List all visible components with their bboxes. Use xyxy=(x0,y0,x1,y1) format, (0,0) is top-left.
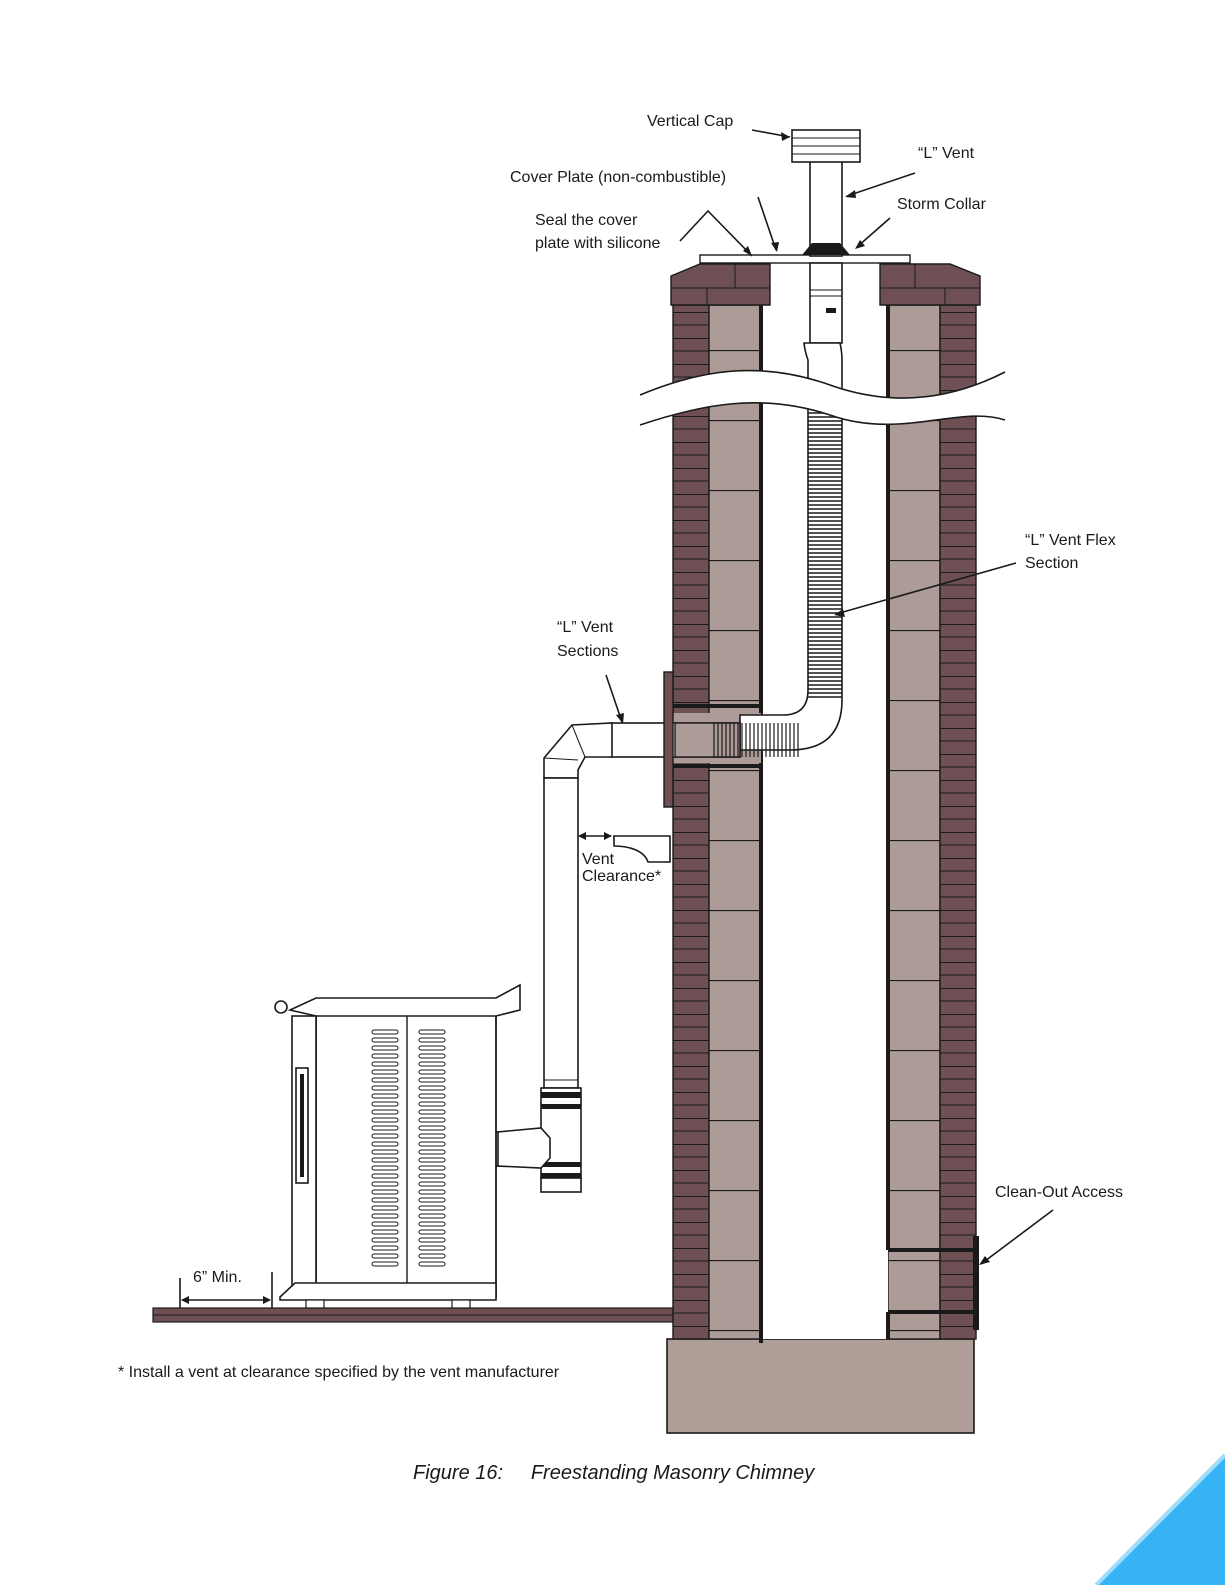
label-clean-out: Clean-Out Access xyxy=(995,1184,1123,1201)
stove-vent-slot xyxy=(419,1206,445,1210)
left-wall-liner xyxy=(709,305,761,1339)
stove-vent-slot xyxy=(419,1214,445,1218)
stove-vent-slot xyxy=(419,1182,445,1186)
stove-vent-slot xyxy=(372,1254,398,1258)
wall-flange xyxy=(664,672,673,807)
stove-vent-slot xyxy=(419,1246,445,1250)
chimney-crown-right xyxy=(880,264,980,305)
stove-vent-slot xyxy=(419,1118,445,1122)
label-flex-line1: “L” Vent Flex xyxy=(1025,532,1116,549)
stove-vent-slot xyxy=(419,1070,445,1074)
chimney-foundation xyxy=(667,1339,974,1433)
label-storm-collar: Storm Collar xyxy=(897,196,987,213)
label-six-min: 6” Min. xyxy=(193,1269,242,1286)
stove-vent-slot xyxy=(419,1110,445,1114)
stove-vent-slot xyxy=(372,1166,398,1170)
stove-vent-slot xyxy=(419,1126,445,1130)
stove-vent-slot xyxy=(419,1166,445,1170)
stove-vent-slot xyxy=(419,1102,445,1106)
stove-vent-slot xyxy=(419,1046,445,1050)
stove-vent-slot xyxy=(419,1158,445,1162)
page-curl-icon xyxy=(1096,1455,1225,1585)
stove-vent-slot xyxy=(372,1238,398,1242)
stove-vent-slot xyxy=(372,1198,398,1202)
stove-vent-slot xyxy=(419,1254,445,1258)
chimney-crown-left xyxy=(671,264,770,305)
label-clearance-line2: Clearance* xyxy=(582,868,661,885)
stove-vent-slot xyxy=(372,1038,398,1042)
stove-vent-slot xyxy=(419,1038,445,1042)
l-vent-top-pipe xyxy=(810,160,842,256)
l-vent-elbow xyxy=(544,723,612,778)
stove-vent-slot xyxy=(372,1182,398,1186)
stove-vent-slot xyxy=(419,1030,445,1034)
stove-vent-slot xyxy=(372,1054,398,1058)
label-flex-line2: Section xyxy=(1025,555,1078,572)
clean-out-door xyxy=(973,1236,979,1330)
label-seal-line2: plate with silicone xyxy=(535,235,661,252)
stove-vent-slot xyxy=(372,1094,398,1098)
footnote: * Install a vent at clearance specified … xyxy=(118,1364,560,1381)
stove-vent-slot xyxy=(419,1134,445,1138)
cover-plate xyxy=(700,255,910,263)
figure-caption: Figure 16: Freestanding Masonry Chimney xyxy=(413,1462,815,1484)
pellet-stove-icon xyxy=(275,985,520,1308)
left-wall-outer-brick xyxy=(673,305,709,1339)
stove-vent-slot xyxy=(419,1086,445,1090)
stove-vent-slot xyxy=(372,1126,398,1130)
l-vent-vertical-section xyxy=(544,778,578,1088)
stove-vent-slot xyxy=(372,1190,398,1194)
stove-vent-slot xyxy=(372,1230,398,1234)
vertical-cap xyxy=(792,130,860,162)
stove-vent-slot xyxy=(372,1246,398,1250)
stove-vent-slot xyxy=(372,1142,398,1146)
stove-vent-slot xyxy=(372,1062,398,1066)
stove-vent-slot xyxy=(372,1174,398,1178)
right-wall-outer-brick xyxy=(940,305,976,1339)
stove-vent-slot xyxy=(419,1054,445,1058)
label-clearance-line1: Vent xyxy=(582,851,615,868)
label-cover-plate: Cover Plate (non-combustible) xyxy=(510,169,726,186)
stove-vent-slot xyxy=(372,1214,398,1218)
stove-vent-slot xyxy=(372,1110,398,1114)
label-sections-line1: “L” Vent xyxy=(557,619,614,636)
stove-vent-slot xyxy=(372,1262,398,1266)
stove-vent-slot xyxy=(419,1262,445,1266)
stove-vent-slot xyxy=(419,1142,445,1146)
label-vertical-cap: Vertical Cap xyxy=(647,113,733,130)
stove-vent-slot xyxy=(372,1046,398,1050)
stove-vent-slot xyxy=(419,1094,445,1098)
stove-vent-slot xyxy=(419,1174,445,1178)
stove-vent-slot xyxy=(419,1062,445,1066)
stove-vent-slot xyxy=(419,1238,445,1242)
stove-vent-slot xyxy=(419,1150,445,1154)
stove-vent-slot xyxy=(419,1230,445,1234)
label-l-vent-top: “L” Vent xyxy=(918,145,975,162)
stove-vent-slot xyxy=(419,1222,445,1226)
stove-vent-slot xyxy=(419,1198,445,1202)
stove-vent-slot xyxy=(419,1078,445,1082)
stove-vent-slot xyxy=(372,1150,398,1154)
right-wall-liner xyxy=(888,305,940,1339)
stove-vent-slot xyxy=(372,1102,398,1106)
label-seal-line1: Seal the cover xyxy=(535,212,638,229)
stove-vent-slot xyxy=(419,1190,445,1194)
stove-vent-slot xyxy=(372,1222,398,1226)
stove-vent-slot xyxy=(372,1206,398,1210)
stove-vent-slot xyxy=(372,1070,398,1074)
stove-vent-slot xyxy=(372,1158,398,1162)
label-sections-line2: Sections xyxy=(557,643,618,660)
stove-vent-slot xyxy=(372,1030,398,1034)
stove-vent-slot xyxy=(372,1086,398,1090)
stove-vent-slot xyxy=(372,1134,398,1138)
stove-vent-slot xyxy=(372,1118,398,1122)
stove-vent-slot xyxy=(372,1078,398,1082)
